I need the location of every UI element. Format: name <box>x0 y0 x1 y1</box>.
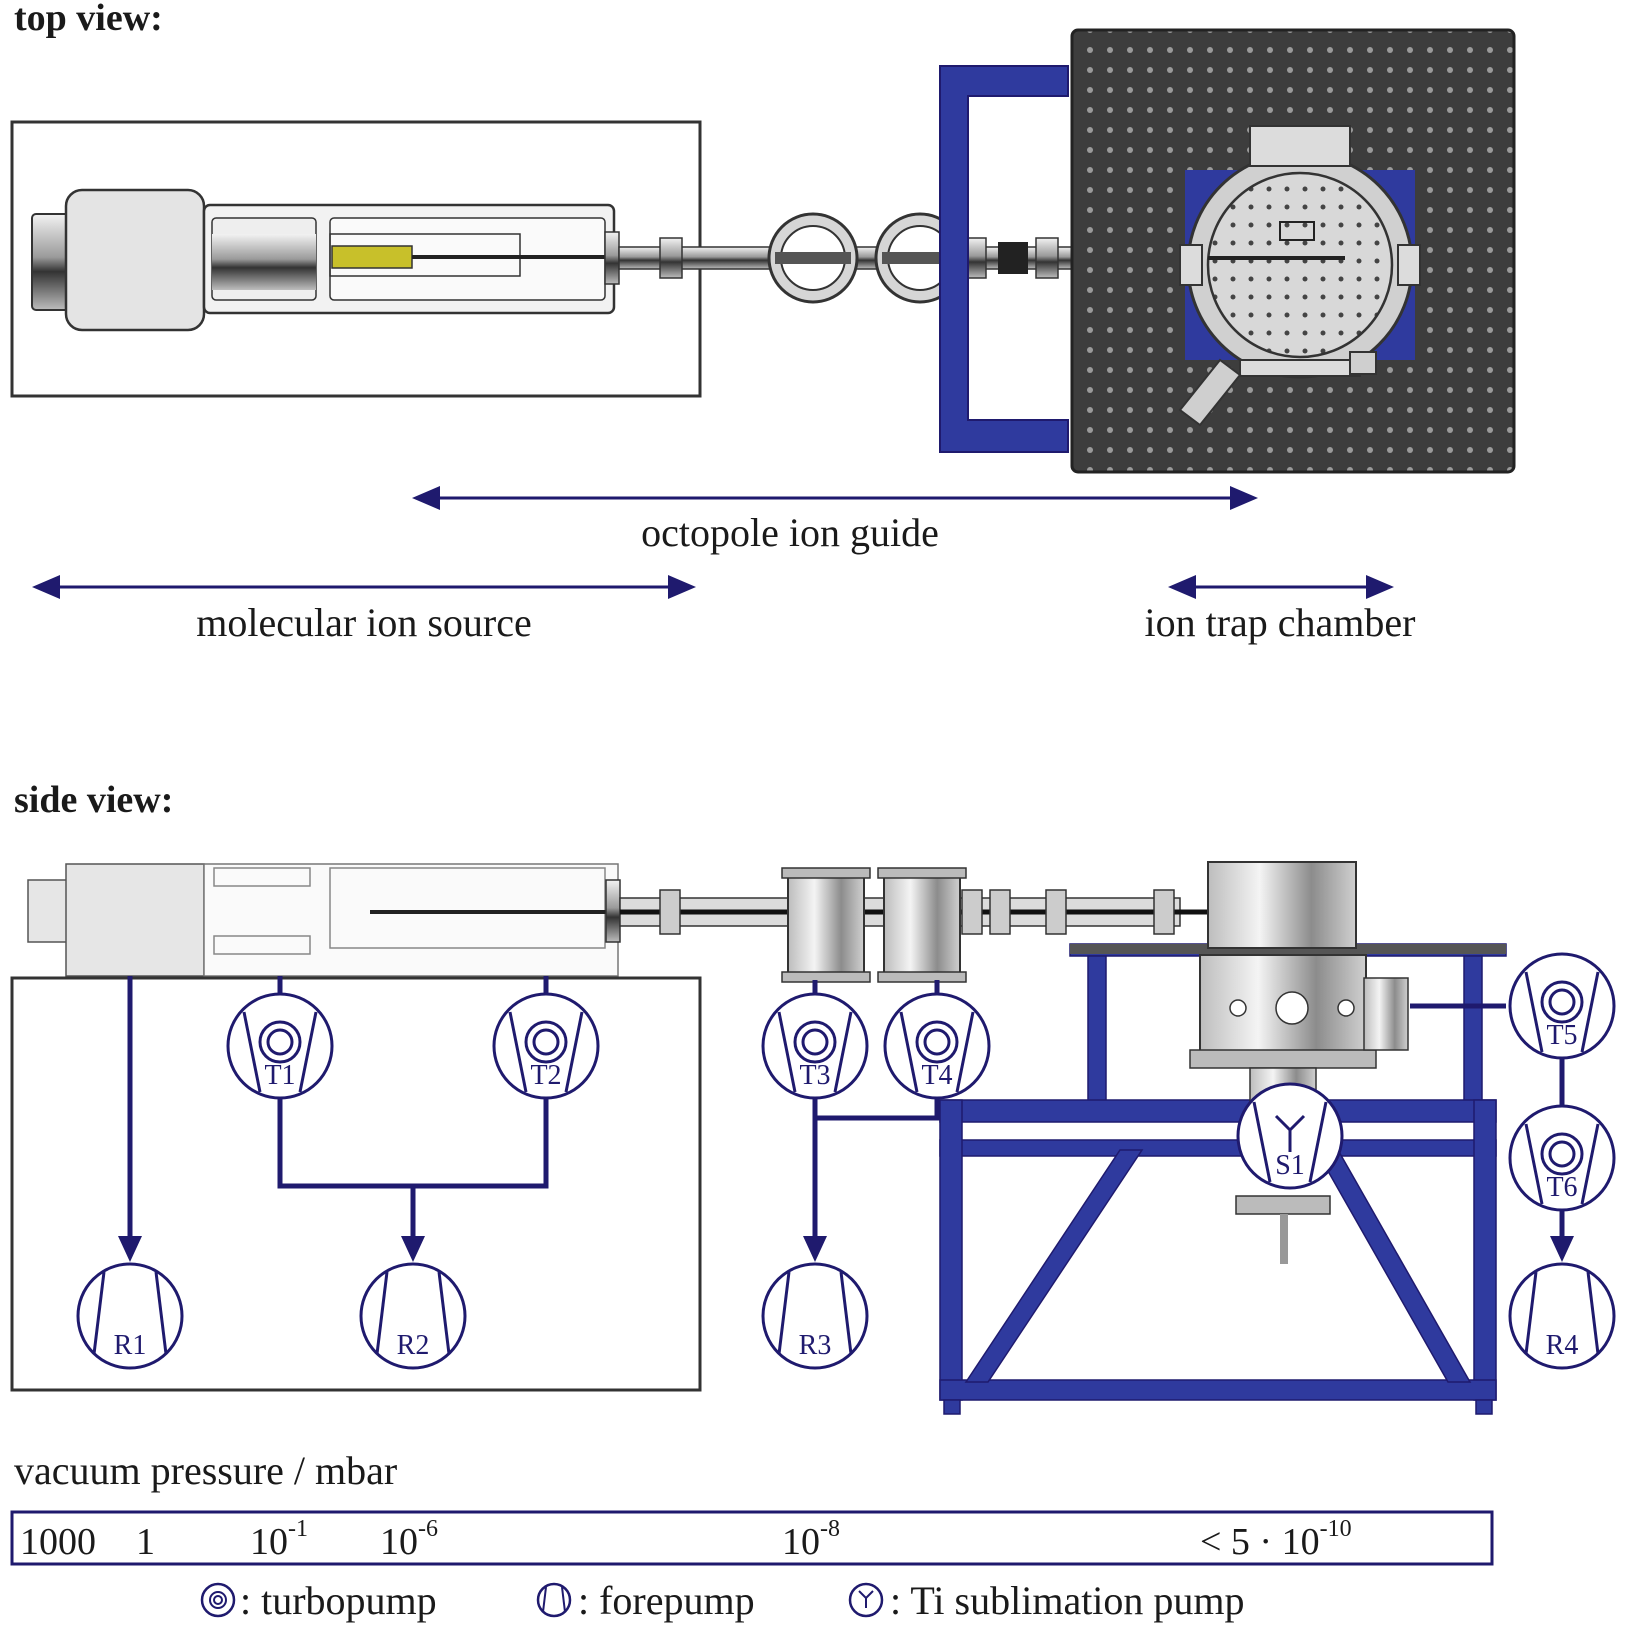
trap-chamber-top <box>1178 125 1421 427</box>
octopole-arrowhead-left <box>412 486 440 510</box>
pressure-1: 1 <box>136 1521 155 1563</box>
pressure-title: vacuum pressure / mbar <box>14 1448 397 1493</box>
pump-label-t4: T4 <box>921 1060 952 1091</box>
pressure-scale-bar <box>10 1510 1494 1566</box>
octopole-chamber-1-side <box>781 867 871 983</box>
turbopump-t2: T2 <box>492 992 600 1100</box>
turbopump-icon <box>200 1582 236 1618</box>
pump-lines <box>127 976 1565 1240</box>
pump-label-t6: T6 <box>1546 1172 1577 1203</box>
ti-sublimation-pump-s1: S1 <box>1236 1082 1344 1190</box>
pump-label-t5: T5 <box>1546 1020 1577 1051</box>
legend-forepump-label: : forepump <box>578 1578 755 1623</box>
octopole-chamber-2-side <box>877 867 967 983</box>
trap-label: ion trap chamber <box>1145 600 1416 645</box>
legend-turbopump-label: : turbopump <box>240 1578 437 1623</box>
source-block-side <box>27 863 621 977</box>
pump-label-r3: R3 <box>799 1330 832 1361</box>
trap-arrowhead-right <box>1366 575 1394 599</box>
pressure-5e-10: < 5 · 10-10 <box>1200 1516 1352 1563</box>
legend-turbopump: : turbopump <box>200 1578 437 1623</box>
pressure-1e-6: 10-6 <box>380 1516 438 1563</box>
trap-chamber-side <box>1189 861 1409 1264</box>
pump-label-r4: R4 <box>1546 1330 1579 1361</box>
pressure-1000: 1000 <box>20 1521 96 1563</box>
pump-label-s1: S1 <box>1275 1150 1305 1181</box>
forepump-r1: R1 <box>76 1262 184 1370</box>
turbopump-t4: T4 <box>883 992 991 1100</box>
pressure-1e-1: 10-1 <box>250 1516 308 1563</box>
turbopump-t3: T3 <box>761 992 869 1100</box>
pump-line-arrowheads <box>118 1236 1574 1262</box>
support-stand-side <box>939 943 1507 1415</box>
pump-label-t3: T3 <box>799 1060 830 1091</box>
pressure-1e-8: 10-8 <box>782 1516 840 1563</box>
legend-ti-sublimation: : Ti sublimation pump <box>848 1578 1245 1623</box>
ti-sublimation-icon <box>848 1582 884 1618</box>
octopole-cross-1-top <box>767 212 859 304</box>
forepump-r3: R3 <box>761 1262 869 1370</box>
legend-forepump: : forepump <box>536 1578 755 1623</box>
legend-ti-sublimation-label: : Ti sublimation pump <box>890 1578 1245 1623</box>
pump-label-t1: T1 <box>264 1060 295 1091</box>
octopole-label: octopole ion guide <box>641 510 939 555</box>
turbopump-t6: T6 <box>1508 1104 1616 1212</box>
pump-label-r1: R1 <box>114 1330 147 1361</box>
top-view-heading: top view: <box>14 0 163 39</box>
pump-label-r2: R2 <box>397 1330 430 1361</box>
source-enclosure-side <box>10 976 702 1392</box>
support-frame-top <box>939 65 1069 453</box>
trap-arrowhead-left <box>1168 575 1196 599</box>
pump-label-t2: T2 <box>530 1060 561 1091</box>
side-view-heading: side view: <box>14 779 173 821</box>
forepump-r4: R4 <box>1508 1262 1616 1370</box>
turbopump-t1: T1 <box>226 992 334 1100</box>
source-block-top <box>31 188 620 332</box>
forepump-icon <box>536 1582 572 1618</box>
turbopump-t5: T5 <box>1508 952 1616 1060</box>
source-label: molecular ion source <box>196 600 531 645</box>
octopole-arrowhead-right <box>1230 486 1258 510</box>
forepump-r2: R2 <box>359 1262 467 1370</box>
source-arrowhead-right <box>668 575 696 599</box>
source-arrowhead-left <box>32 575 60 599</box>
